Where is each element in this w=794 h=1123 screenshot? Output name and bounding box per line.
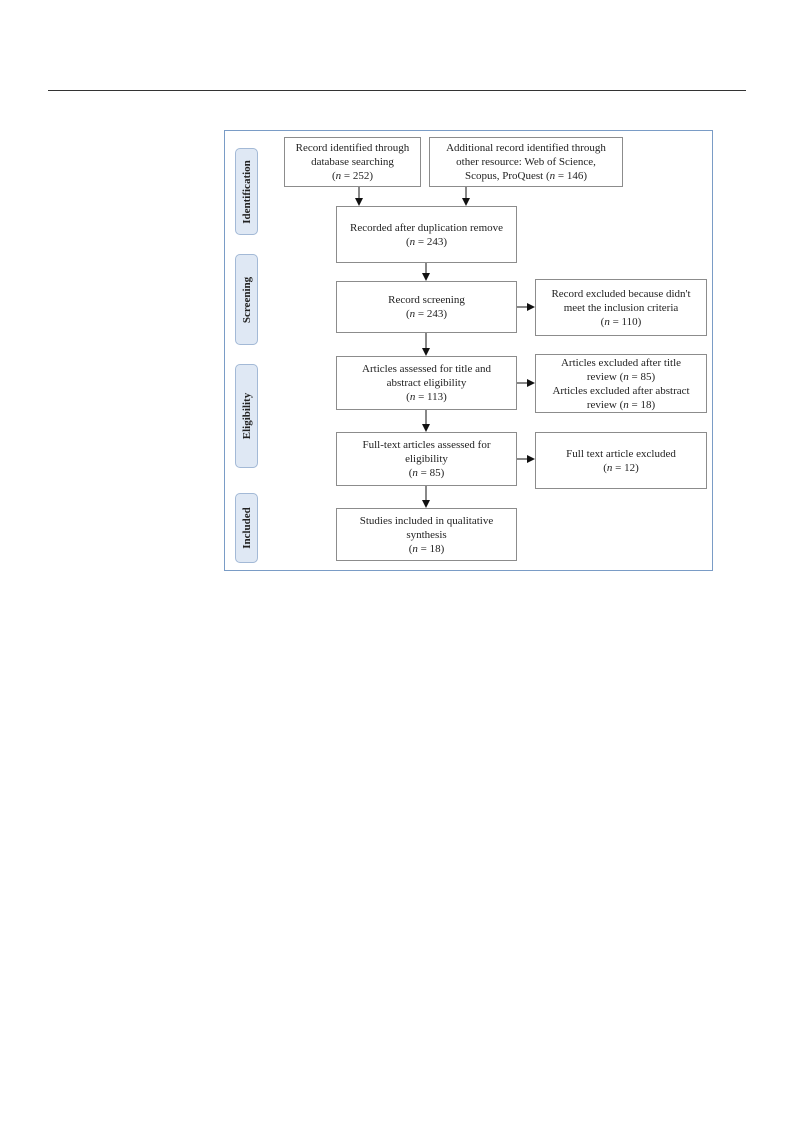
box-additional-records: Additional record identified through oth…	[429, 137, 623, 187]
stage-screening: Screening	[235, 254, 258, 345]
box-database-records: Record identified through database searc…	[284, 137, 421, 187]
stage-included: Included	[235, 493, 258, 563]
stage-identification: Identification	[235, 148, 258, 235]
box-studies-included: Studies included in qualitative synthesi…	[336, 508, 517, 561]
box-title-abstract-assessed: Articles assessed for title and abstract…	[336, 356, 517, 410]
box-fulltext-excluded: Full text article excluded (n = 12)	[535, 432, 707, 489]
box-record-screening: Record screening (n = 243)	[336, 281, 517, 333]
stage-eligibility: Eligibility	[235, 364, 258, 468]
box-fulltext-assessed: Full-text articles assessed for eligibil…	[336, 432, 517, 486]
header-rule	[48, 90, 746, 91]
box-excluded-title-abstract: Articles excluded after title review (n …	[535, 354, 707, 413]
box-excluded-inclusion: Record excluded because didn't meet the …	[535, 279, 707, 336]
box-after-duplicates: Recorded after duplication remove (n = 2…	[336, 206, 517, 263]
